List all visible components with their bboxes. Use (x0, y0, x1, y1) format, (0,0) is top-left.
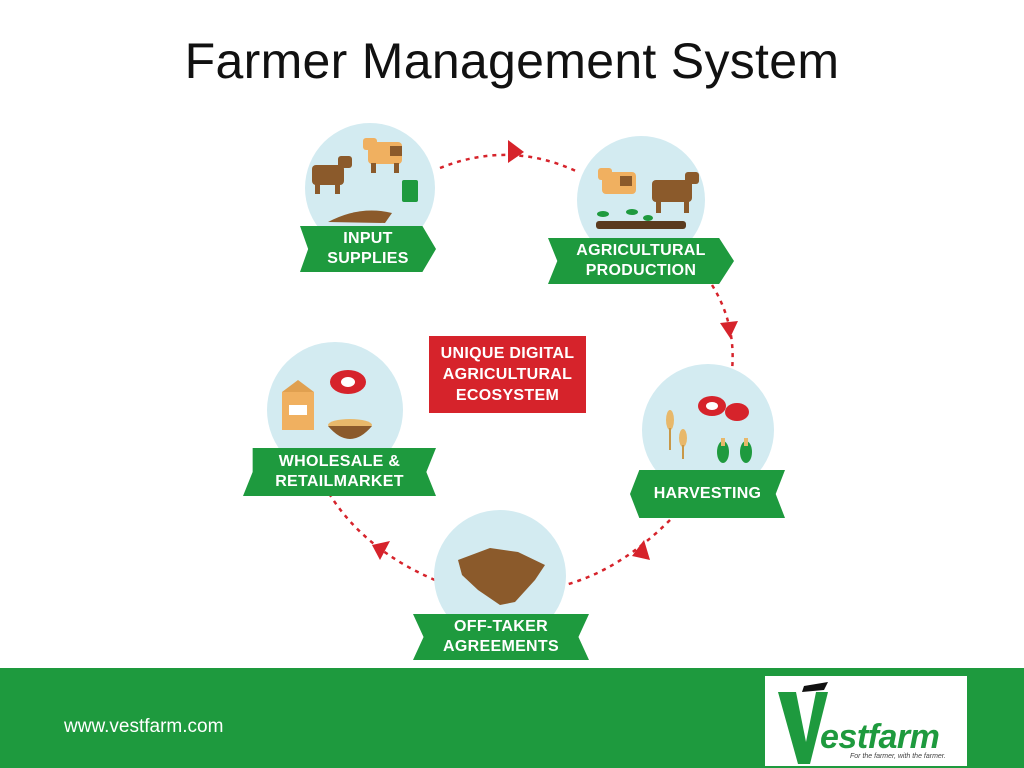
arrowhead-icon (372, 541, 390, 560)
stage-wholesale-retail (267, 342, 403, 478)
arrow-path-harvesting-to-offtaker (564, 519, 671, 587)
vestfarm-v-icon (778, 682, 828, 764)
hand-icon (328, 210, 392, 223)
cow-icon (652, 172, 699, 213)
seed-bag-icon (402, 180, 418, 202)
plant-icon (597, 209, 653, 221)
stage-circle (642, 364, 774, 496)
website-url: www.vestfarm.com (64, 716, 224, 737)
milk-carton-icon (282, 380, 314, 430)
stage-label-offtaker-agreements: OFF-TAKER AGREEMENTS (413, 614, 589, 660)
stage-agricultural-production (577, 136, 705, 264)
cow-icon (312, 156, 352, 194)
stage-label-agricultural-production: AGRICULTURAL PRODUCTION (548, 238, 734, 284)
cow-icon (598, 168, 636, 194)
stage-circle (267, 342, 403, 478)
arrowheads (372, 140, 738, 560)
stage-harvesting (642, 364, 774, 496)
arrowhead-icon (508, 140, 524, 163)
meat-icon (698, 396, 749, 421)
slide-title: Farmer Management System (184, 33, 840, 89)
wheat-icon (666, 410, 687, 459)
stage-label-input-supplies: INPUT SUPPLIES (300, 226, 436, 272)
stage-offtaker-agreements (434, 510, 566, 642)
logo-wordmark: estfarm (820, 718, 940, 756)
logo-tagline: For the farmer, with the farmer. (850, 753, 946, 760)
arrowhead-icon (632, 540, 650, 560)
cow-icon (363, 138, 402, 173)
stage-input-supplies (305, 123, 435, 253)
soil-icon (596, 221, 686, 229)
arrowhead-icon (720, 321, 738, 338)
center-ecosystem-label: UNIQUE DIGITAL AGRICULTURAL ECOSYSTEM (429, 336, 586, 413)
stage-label-harvesting: HARVESTING (630, 470, 785, 518)
corn-icon (717, 438, 752, 463)
stage-label-wholesale-retail: WHOLESALE & RETAILMARKET (243, 448, 436, 496)
meat-icon (330, 370, 366, 394)
handshake-icon (458, 548, 545, 605)
bowl-icon (328, 419, 372, 439)
arrow-path-offtaker-to-wholesale (328, 494, 436, 582)
